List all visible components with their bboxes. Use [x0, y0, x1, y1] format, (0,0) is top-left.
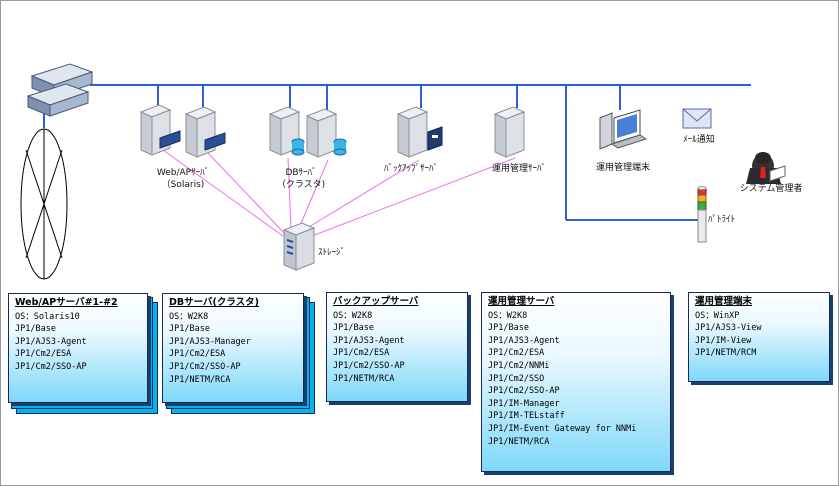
label-admin: システム管理者 — [739, 184, 803, 194]
card-ops-server: 運用管理サーバ OS：W2K8 JP1/Base JP1/AJS3-Agent … — [481, 292, 671, 472]
card-backup-title: バックアップサーバ — [333, 296, 419, 307]
card-terminal-item: JP1/IM-View — [695, 335, 752, 346]
card-backup-item: JP1/Base — [333, 323, 374, 334]
label-mail: ﾒｰﾙ通知 — [683, 135, 715, 145]
card-backup-item: JP1/AJS3-Agent — [333, 335, 405, 346]
card-db-item: JP1/AJS3-Manager — [169, 336, 251, 347]
card-db-item: JP1/Cm2/ESA — [169, 349, 226, 360]
label-db-server: DBｻｰﾊﾞ （クラスタ) — [276, 168, 326, 190]
card-db-item: JP1/NETM/RCA — [169, 374, 231, 385]
label-backup-server: ﾊﾞｯｸｱｯﾌﾟｻｰﾊﾞ — [383, 164, 438, 174]
mail-icon — [682, 108, 712, 129]
card-ops-item: JP1/IM-Event Gateway for NNMi — [488, 423, 637, 434]
label-patlite: ﾊﾟﾄﾗｲﾄ — [708, 215, 736, 225]
storage-icon — [282, 222, 316, 271]
card-web-ap: Web/APサーバ#1-#2 OS：Solaris10 JP1/Base JP1… — [8, 293, 148, 403]
card-ops-item: JP1/IM-Manager — [488, 398, 560, 409]
card-db: DBサーバ(クラスタ) OS：W2K8 JP1/Base JP1/AJS3-Ma… — [162, 293, 304, 403]
card-ops-terminal: 運用管理端末 OS：WinXP JP1/AJS3-View JP1/IM-Vie… — [688, 292, 830, 382]
label-web-ap-server: Web/APｻｰﾊﾞ （Solaris) — [156, 168, 210, 190]
card-ops-item: JP1/Cm2/SSO — [488, 373, 545, 384]
backup-server-icon — [396, 106, 443, 158]
card-web-item: JP1/AJS3-Agent — [15, 336, 87, 347]
card-terminal-item: JP1/NETM/RCM — [695, 348, 757, 359]
card-db-item: OS：W2K8 — [169, 311, 209, 322]
card-web-item: OS：Solaris10 — [15, 311, 80, 322]
card-backup-item: JP1/NETM/RCA — [333, 373, 395, 384]
card-db-item: JP1/Base — [169, 324, 210, 335]
card-backup-item: JP1/Cm2/ESA — [333, 348, 390, 359]
db-server-icon — [268, 106, 347, 158]
card-terminal-item: JP1/AJS3-View — [695, 323, 762, 334]
wan-cloud — [20, 128, 68, 280]
router-icon — [26, 63, 94, 117]
web-ap-server-icon — [139, 104, 226, 158]
card-web-title: Web/APサーバ#1-#2 — [15, 297, 118, 308]
card-ops-title: 運用管理サーバ — [488, 296, 555, 307]
card-ops-item: JP1/AJS3-Agent — [488, 335, 560, 346]
lan-lines — [43, 84, 751, 221]
card-ops-item: JP1/NETM/RCA — [488, 436, 550, 447]
card-db-title: DBサーバ(クラスタ) — [169, 297, 260, 308]
card-backup-item: OS：W2K8 — [333, 310, 373, 321]
card-web-item: JP1/Cm2/ESA — [15, 349, 72, 360]
card-backup: バックアップサーバ OS：W2K8 JP1/Base JP1/AJS3-Agen… — [326, 292, 468, 402]
card-ops-item: OS：W2K8 — [488, 310, 528, 321]
card-terminal-title: 運用管理端末 — [695, 296, 753, 307]
card-ops-item: JP1/Cm2/ESA — [488, 348, 545, 359]
card-ops-item: JP1/Cm2/SSO-AP — [488, 386, 560, 397]
ops-terminal-icon — [599, 109, 648, 150]
card-web-item: JP1/Base — [15, 324, 56, 335]
label-ops-server: 運用管理ｻｰﾊﾞ — [491, 164, 546, 174]
card-web-item: JP1/Cm2/SSO-AP — [15, 361, 87, 372]
patlite-icon — [697, 186, 707, 243]
card-terminal-item: OS：WinXP — [695, 310, 740, 321]
san-lines — [162, 149, 516, 237]
label-ops-terminal: 運用管理端末 — [595, 163, 650, 173]
card-ops-item: JP1/Cm2/NNMi — [488, 360, 550, 371]
ops-server-icon — [493, 106, 526, 158]
card-backup-item: JP1/Cm2/SSO-AP — [333, 360, 405, 371]
card-db-item: JP1/Cm2/SSO-AP — [169, 361, 241, 372]
admin-person-icon — [746, 152, 786, 184]
label-storage: ｽﾄﾚｰｼﾞ — [318, 248, 346, 258]
card-ops-item: JP1/Base — [488, 323, 529, 334]
card-ops-item: JP1/IM-TELstaff — [488, 411, 565, 422]
